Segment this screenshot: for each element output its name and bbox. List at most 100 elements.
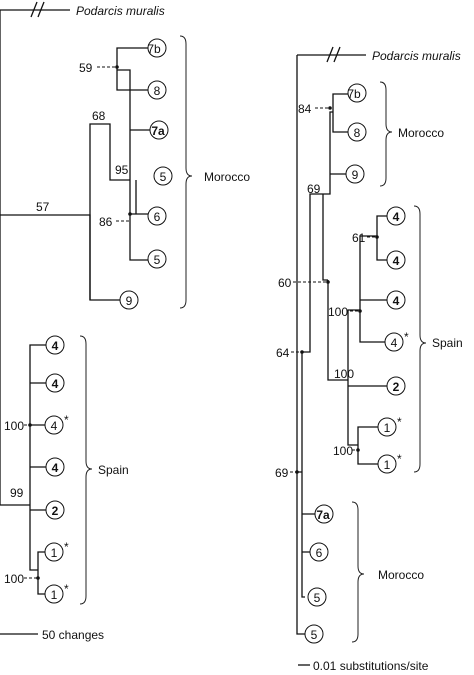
right-taxon-7a: 7a	[316, 508, 330, 522]
right-spain-branches	[327, 215, 387, 465]
left-support-100a: 100	[4, 419, 24, 433]
right-taxon-circle	[307, 587, 327, 607]
right-taxon-circle	[347, 122, 367, 142]
left-taxon-4a: 4	[52, 339, 59, 353]
right-node-dot	[300, 350, 304, 354]
left-taxon-1b: 1	[51, 588, 58, 602]
right-taxon-circle	[314, 504, 334, 524]
left-morocco-label: Morocco	[204, 170, 250, 184]
right-support-100b: 100	[334, 367, 354, 381]
left-morocco-brace	[179, 35, 193, 309]
right-taxon-circle	[386, 376, 406, 396]
left-break-mark-2	[37, 1, 45, 18]
right-taxon-circle	[386, 290, 406, 310]
right-support-60: 60	[278, 276, 292, 290]
left-taxon-4c-star: *	[64, 413, 69, 427]
left-support-86: 86	[99, 215, 113, 229]
left-taxon-1b-star: *	[64, 582, 69, 596]
right-taxon-6: 6	[316, 546, 323, 560]
left-morocco-branches	[89, 47, 150, 300]
right-support-69b: 69	[275, 466, 289, 480]
left-taxon-7b: 7b	[147, 42, 161, 56]
right-taxon-circle	[304, 624, 324, 644]
right-outgroup-label: Podarcis muralis	[372, 49, 461, 63]
left-taxon-1a-star: *	[64, 540, 69, 554]
right-break-mark-2	[333, 46, 341, 63]
left-taxon-circle	[44, 415, 64, 435]
left-taxon-circle	[153, 166, 173, 186]
right-support-64: 64	[276, 346, 290, 360]
left-taxon-circle	[147, 206, 167, 226]
right-scale-label: 0.01 substitutions/site	[313, 659, 429, 673]
left-taxon-circle	[147, 249, 167, 269]
right-support-69a: 69	[307, 182, 321, 196]
left-node-dot	[128, 212, 132, 216]
right-morocco-bottom-brace	[351, 501, 365, 643]
left-taxon-4b: 4	[52, 377, 59, 391]
left-scale-label: 50 changes	[42, 628, 104, 642]
left-outgroup-label: Podarcis muralis	[76, 4, 165, 18]
left-spain-brace	[79, 335, 93, 605]
left-taxon-circle	[45, 373, 65, 393]
right-root-stem	[296, 55, 305, 635]
left-taxon-circle	[44, 542, 64, 562]
left-support-100b: 100	[4, 572, 24, 586]
right-taxon-circle	[386, 206, 406, 226]
right-taxon-circle	[309, 542, 329, 562]
right-taxon-5a: 5	[314, 591, 321, 605]
left-support-99: 99	[10, 486, 24, 500]
right-taxon-1a: 1	[384, 421, 391, 435]
left-taxon-6: 6	[154, 210, 161, 224]
right-node-dot	[358, 309, 362, 313]
left-taxon-circle	[149, 120, 169, 140]
right-taxon-circle	[345, 164, 365, 184]
left-taxon-1a: 1	[51, 546, 58, 560]
left-break-mark-1	[30, 1, 38, 18]
left-taxon-5b: 5	[154, 253, 161, 267]
right-node-dot	[295, 470, 299, 474]
left-taxon-circle	[147, 38, 167, 58]
right-morocco-bottom-label: Morocco	[378, 568, 424, 582]
left-taxon-9: 9	[126, 294, 133, 308]
right-support-100c: 100	[333, 444, 353, 458]
left-taxon-4c: 4	[51, 419, 58, 433]
left-support-57: 57	[36, 200, 50, 214]
left-taxon-4d: 4	[52, 461, 59, 475]
right-taxon-4d: 4	[391, 336, 398, 350]
left-taxon-circle	[147, 80, 167, 100]
left-taxon-circle	[119, 290, 139, 310]
right-taxon-circle	[386, 250, 406, 270]
left-node-dot	[36, 576, 40, 580]
right-node-dot	[328, 106, 332, 110]
right-support-84: 84	[298, 102, 312, 116]
right-spain-label: Spain	[432, 336, 463, 350]
right-morocco-top-label: Morocco	[398, 126, 444, 140]
left-support-59: 59	[79, 61, 93, 75]
right-node-dot	[326, 280, 330, 284]
right-spain-brace	[413, 205, 427, 473]
right-taxon-4a: 4	[393, 210, 400, 224]
left-taxon-7a: 7a	[151, 124, 165, 138]
right-support-100a: 100	[328, 305, 348, 319]
left-taxon-circle	[45, 500, 65, 520]
right-taxon-2: 2	[393, 380, 400, 394]
left-node-dot	[28, 423, 32, 427]
left-taxon-circle	[44, 584, 64, 604]
right-taxon-circle	[347, 83, 367, 103]
right-taxon-circle	[377, 417, 397, 437]
left-taxon-circle	[45, 457, 65, 477]
left-taxon-2: 2	[52, 504, 59, 518]
left-taxon-8: 8	[154, 84, 161, 98]
left-tree: Podarcis muralis 59 68 95 86 57 100 99 1…	[0, 1, 250, 642]
right-taxon-4b: 4	[393, 254, 400, 268]
right-break-mark-1	[326, 46, 334, 63]
right-morocco-top-branches	[322, 93, 348, 281]
right-taxon-1b-star: *	[397, 452, 402, 466]
right-node-dot	[356, 448, 360, 452]
left-support-95: 95	[115, 163, 129, 177]
right-taxon-8: 8	[354, 126, 361, 140]
left-spain-branches	[29, 344, 46, 595]
right-taxon-circle	[377, 454, 397, 474]
